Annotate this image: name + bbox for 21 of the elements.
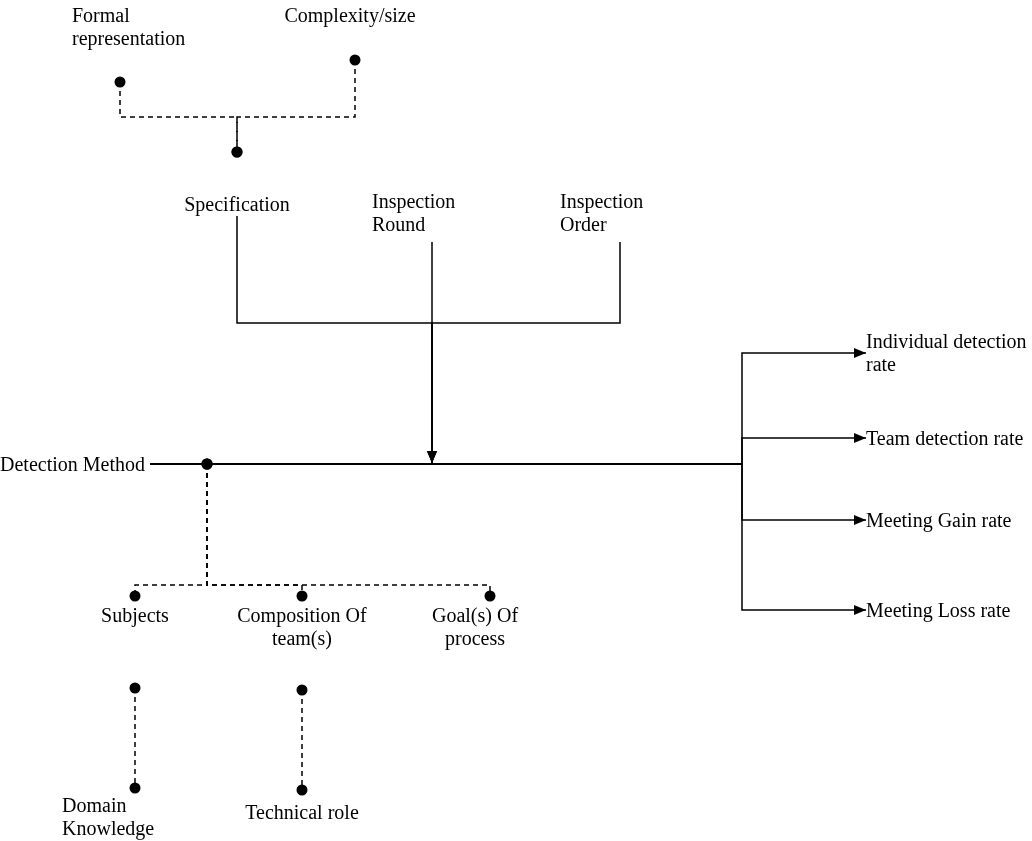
node-label: Subjects xyxy=(80,596,190,688)
node-label: Formal representation xyxy=(72,4,214,82)
dashed-connector xyxy=(201,458,496,602)
node-label: Domain Knowledge xyxy=(62,788,182,840)
connector-arrow xyxy=(427,241,621,464)
node-label: Meeting Gain rate xyxy=(866,492,1032,548)
node-label: Goal(s) Of process xyxy=(415,596,535,652)
node-label: Technical role xyxy=(222,790,382,824)
dashed-connector xyxy=(296,684,308,796)
dashed-connector xyxy=(231,54,361,158)
node-label: Inspection Round xyxy=(372,182,492,242)
node-label: Individual detection rate xyxy=(866,322,1032,384)
node-label: Detection Method xyxy=(0,436,150,492)
node-label: Inspection Order xyxy=(560,182,680,242)
node-label: Team detection rate xyxy=(866,408,1032,468)
dashed-connector xyxy=(129,682,141,794)
connector-arrow xyxy=(149,463,867,615)
node-label: Composition Of team(s) xyxy=(222,596,382,690)
node-label: Complexity/size xyxy=(270,4,430,60)
node-label: Meeting Loss rate xyxy=(866,582,1032,638)
node-label: Specification xyxy=(162,152,312,216)
